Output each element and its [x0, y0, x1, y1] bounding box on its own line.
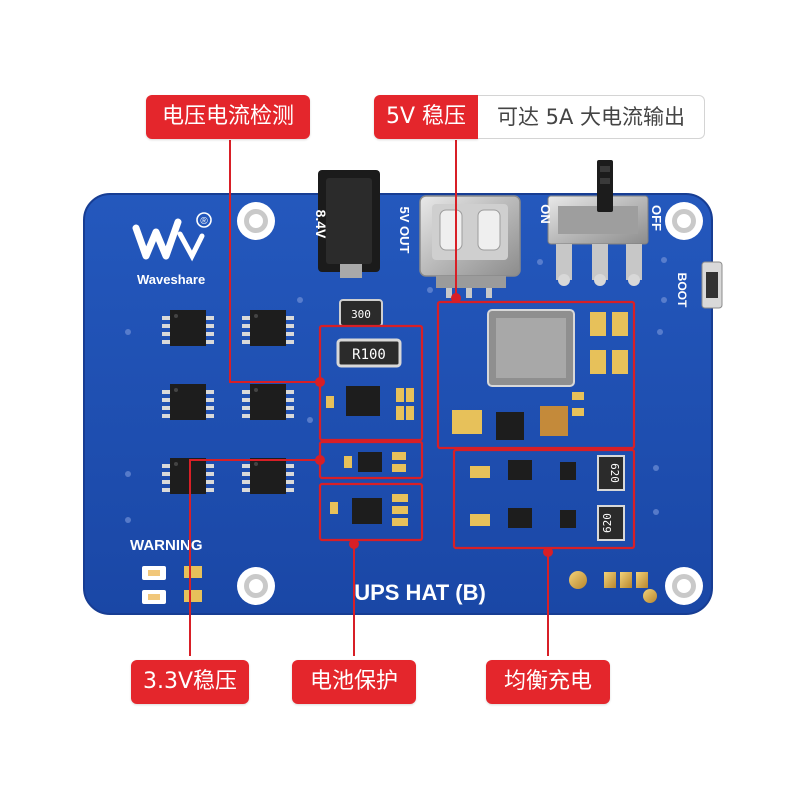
slide-switch[interactable] [547, 160, 649, 286]
callout-reg-5v: 5V 稳压 [374, 95, 478, 139]
mounting-hole [665, 202, 703, 240]
balance-resistor-top: 620 [608, 463, 621, 483]
boot-label: BOOT [675, 273, 689, 308]
dc-jack [318, 170, 380, 278]
reg-5v-circuit [452, 309, 628, 440]
mounting-hole [237, 202, 275, 240]
usb-out-label: 5V OUT [397, 207, 412, 254]
callout-reg-5v-note: 可达 5A 大电流输出 [478, 95, 705, 139]
soic-chip [242, 458, 294, 494]
soic-chip [242, 384, 294, 420]
switch-on-label: ON [538, 204, 553, 224]
callout-balance-charge: 均衡充电 [486, 660, 610, 704]
soic-chip [162, 384, 214, 420]
input-voltage-label: 8.4V [313, 210, 329, 239]
pogo-pins [569, 571, 657, 603]
balance-charge-outline [452, 448, 636, 550]
balance-charge-circuit: 620 620 [470, 455, 625, 541]
soic-chip [162, 458, 214, 494]
pcb [84, 194, 712, 614]
callout-battery-protect: 电池保护 [292, 660, 416, 704]
reg-3v3-circuit [344, 452, 406, 472]
waveshare-logo: ® Waveshare [132, 212, 212, 287]
soic-chip [162, 310, 214, 346]
boot-button[interactable] [701, 261, 723, 309]
callout-current-sense: 电压电流检测 [146, 95, 310, 139]
brand-text: Waveshare [137, 272, 205, 287]
battery-protect-circuit [330, 494, 408, 526]
leader-line-current-sense [229, 140, 320, 383]
warning-label: WARNING [130, 537, 203, 554]
vias [125, 257, 667, 523]
shunt-resistor-label: R100 [352, 347, 386, 363]
warning-leds [142, 566, 202, 604]
inductor-code: 300 [351, 308, 371, 321]
leader-line-reg-3v3 [189, 459, 320, 656]
reg-5v-outline [436, 300, 636, 450]
mounting-hole [665, 567, 703, 605]
mounting-hole [237, 567, 275, 605]
inductor-small: 300 [339, 299, 383, 327]
soic-chip [242, 310, 294, 346]
registered-mark: ® [200, 216, 208, 227]
callout-reg-3v3: 3.3V稳压 [131, 660, 249, 704]
balance-resistor-bottom: 620 [601, 513, 614, 533]
board-title: UPS HAT (B) [354, 580, 486, 605]
soic-chip-group [162, 310, 294, 494]
switch-off-label: OFF [649, 205, 664, 231]
current-sense-circuit: R100 [326, 338, 414, 420]
battery-protect-outline [318, 482, 424, 542]
